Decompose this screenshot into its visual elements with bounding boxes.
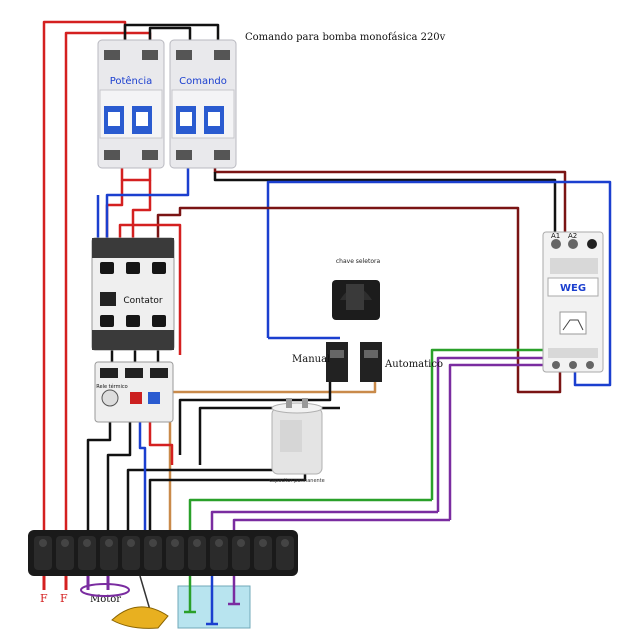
terminal-cell xyxy=(122,536,140,570)
wire-black-top-2 xyxy=(148,26,192,40)
terminal-screw xyxy=(105,539,113,547)
terminal-cell xyxy=(188,536,206,570)
selector-contact-left xyxy=(326,342,348,382)
wire-blue-coil xyxy=(105,168,190,238)
terminal-screw xyxy=(259,539,267,547)
contactor: Contator xyxy=(91,237,175,351)
wire-purple-relay xyxy=(436,356,567,512)
terminal-phase-left: F xyxy=(40,592,48,605)
terminal-cell xyxy=(56,536,74,570)
terminal-screw xyxy=(127,539,135,547)
wire-purple-terminal-2 xyxy=(232,518,450,530)
wire-red-to-contactor-2 xyxy=(131,180,152,238)
overload-relay: Rele térmico xyxy=(94,361,174,423)
wire-red-breaker-out-1 xyxy=(120,168,152,182)
relay-a2: A2 xyxy=(568,232,577,240)
terminal-cell xyxy=(232,536,250,570)
selector-contact-right xyxy=(360,342,382,382)
selector-manual-label: Manual xyxy=(292,354,330,365)
motor-symbol xyxy=(42,576,130,597)
capacitor: capacitor permanente xyxy=(269,398,325,484)
wire-black-ol-1 xyxy=(86,420,112,530)
overload-label: Rele térmico xyxy=(96,383,127,390)
level-relay: A1 A2 WEG xyxy=(542,231,604,373)
float-switch xyxy=(111,575,169,629)
wire-black-ol-2 xyxy=(106,420,132,530)
terminal-screw xyxy=(171,539,179,547)
selector-switch[interactable]: chave seletora xyxy=(332,258,380,320)
terminal-screw xyxy=(83,539,91,547)
terminal-screw xyxy=(39,539,47,547)
terminal-cell xyxy=(34,536,52,570)
contactor-label: Contator xyxy=(123,296,163,306)
breaker-right-label: Comando xyxy=(179,76,227,87)
terminal-cells xyxy=(34,536,294,570)
wires xyxy=(42,20,612,590)
motor-label: Motor xyxy=(90,594,121,605)
wire-red-ol xyxy=(148,420,174,465)
wire-darkred-loop xyxy=(156,206,562,394)
terminal-phase-right: F xyxy=(60,592,68,605)
terminal-cell xyxy=(100,536,118,570)
wire-purple-relay-2 xyxy=(448,363,575,520)
terminal-cell xyxy=(144,536,162,570)
breaker-potencia[interactable]: Potência xyxy=(97,39,165,169)
terminal-screw xyxy=(237,539,245,547)
terminal-screw xyxy=(193,539,201,547)
terminal-cell xyxy=(276,536,294,570)
capacitor-label: capacitor permanente xyxy=(269,478,324,484)
wire-darkred-relay xyxy=(213,168,567,235)
relay-brand: WEG xyxy=(560,283,586,294)
water-tank xyxy=(177,576,251,629)
terminal-screw xyxy=(215,539,223,547)
breaker-left-label: Potência xyxy=(110,75,153,87)
breaker-comando[interactable]: Comando xyxy=(169,39,237,169)
wire-red-jumper xyxy=(118,223,182,355)
terminal-screw xyxy=(281,539,289,547)
diagram-title: Comando para bomba monofásica 220v xyxy=(245,32,446,43)
wire-black-sel-1 xyxy=(178,375,332,455)
wire-orange xyxy=(168,375,377,530)
wire-black-top xyxy=(123,23,220,40)
wire-purple-terminal xyxy=(210,510,438,530)
selector-title: chave seletora xyxy=(336,258,381,265)
relay-a1: A1 xyxy=(551,232,560,240)
selector-auto-label: Automatico xyxy=(384,359,443,370)
terminal-cell xyxy=(210,536,228,570)
wire-blue-ol xyxy=(138,420,147,530)
terminal-cell xyxy=(78,536,96,570)
terminal-screw xyxy=(61,539,69,547)
terminal-block: F F Motor xyxy=(28,530,298,605)
terminal-cell xyxy=(254,536,272,570)
circuit-breakers: Potência Comando xyxy=(97,39,237,169)
terminal-cell xyxy=(166,536,184,570)
wire-black-relay xyxy=(213,172,557,235)
terminal-screw xyxy=(149,539,157,547)
wire-green-terminal xyxy=(188,498,432,530)
